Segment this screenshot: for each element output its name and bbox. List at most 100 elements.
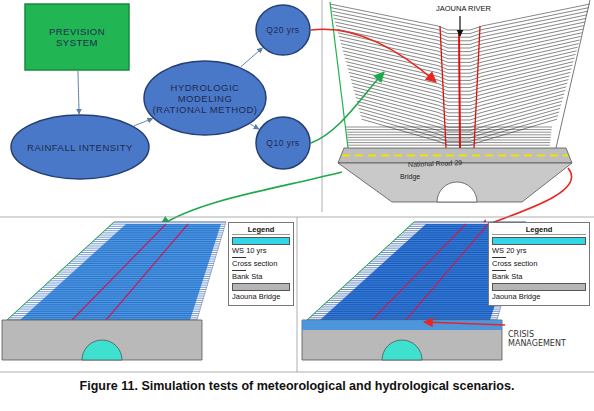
cross-section-line	[340, 289, 506, 290]
cross-section-line	[21, 306, 201, 307]
cross-section-line	[324, 304, 502, 305]
terrain-edge	[330, 2, 348, 148]
scenario-arrow	[311, 29, 436, 82]
legend-text: Bank Sta	[232, 272, 262, 281]
cross-section-line	[43, 287, 207, 288]
bank-line	[474, 26, 480, 148]
simulation-panel	[2, 222, 226, 360]
node-label: PREVISION SYSTEM	[24, 26, 130, 48]
cross-section-line	[355, 276, 510, 277]
cross-section-line	[346, 127, 552, 128]
terrain-surface	[7, 222, 226, 320]
bridge-arch	[437, 182, 477, 202]
bank-line	[406, 224, 488, 320]
bridge-deck	[302, 320, 502, 360]
cross-section-line	[376, 256, 516, 257]
cross-section-line	[109, 226, 224, 227]
annotation-label: JAOUNA RIVER	[436, 4, 491, 13]
cross-section-line	[52, 278, 209, 279]
node-label: Q10 yrs	[258, 138, 307, 149]
legend-row: WS 20 yrs	[492, 237, 586, 255]
cross-section-line	[40, 289, 206, 290]
cross-section-line	[321, 306, 501, 307]
cross-section-line	[333, 296, 504, 297]
cross-section-line	[90, 243, 219, 244]
legend-swatch	[492, 283, 586, 291]
annotation-label: Bridge	[400, 173, 420, 180]
bank-line	[440, 26, 446, 148]
cross-section-line	[24, 304, 202, 305]
bridge-arch	[82, 340, 122, 360]
panel-divider	[322, 0, 323, 212]
cross-section-line	[38, 291, 205, 292]
cross-section-line	[95, 239, 221, 240]
legend-row: Cross section	[492, 257, 586, 268]
flow-connector	[134, 118, 153, 125]
panel-divider	[0, 372, 594, 373]
scenario-arrow	[311, 72, 384, 143]
cross-section-line	[47, 282, 208, 283]
scenario-arrow	[478, 168, 572, 228]
process-box: PREVISION SYSTEM	[24, 3, 130, 71]
cross-section-line	[309, 317, 497, 318]
flow-arrow	[459, 16, 460, 36]
legend-line-sample	[232, 270, 246, 271]
callout-arrow	[424, 322, 505, 325]
cross-section-line	[326, 302, 502, 303]
cross-section-line	[345, 285, 507, 286]
cross-section-line	[347, 132, 552, 133]
flow-connector	[78, 71, 79, 114]
legend-row: Cross section	[232, 257, 290, 268]
cross-section-line	[97, 237, 221, 238]
cross-section-line	[100, 235, 222, 236]
cross-section-line	[102, 232, 223, 233]
cross-section-line	[45, 285, 207, 286]
cross-section-line	[69, 263, 214, 264]
node-label: Q20 yrs	[258, 25, 307, 36]
cross-section-line	[59, 272, 211, 273]
legend-swatch	[232, 283, 290, 291]
cross-section-line	[314, 313, 499, 314]
cross-section-line	[71, 261, 214, 262]
cross-section-line	[336, 293, 505, 294]
cross-section-line	[104, 230, 223, 231]
legend-line-sample	[492, 270, 506, 271]
cross-section-line	[19, 309, 200, 310]
legend-row: Jaouna Bridge	[492, 283, 586, 301]
cross-section-line	[78, 254, 216, 255]
legend-box: Legend WS 10 yrsCross sectionBank StaJaou…	[228, 222, 294, 306]
cross-section-line	[348, 145, 550, 146]
road-marking	[342, 155, 568, 157]
legend-text: WS 10 yrs	[232, 246, 267, 255]
cross-section-line	[347, 282, 508, 283]
cross-section-line	[346, 129, 551, 130]
cross-section-line	[36, 293, 205, 294]
cross-section-line	[33, 296, 204, 297]
cross-section-line	[85, 248, 218, 249]
cross-section-line	[31, 298, 204, 299]
cross-section-line	[319, 309, 500, 310]
legend-title: Legend	[232, 225, 290, 235]
cross-section-line	[14, 313, 199, 314]
cross-section-line	[17, 311, 200, 312]
legend-text: Cross section	[492, 259, 537, 268]
figure-caption: Figure 11. Simulation tests of meteorolo…	[0, 379, 594, 393]
cross-section-line	[28, 300, 202, 301]
legend-line-sample	[492, 257, 506, 258]
cross-section-line	[114, 222, 226, 223]
cross-section-line	[343, 287, 507, 288]
cross-section-line	[331, 298, 504, 299]
cross-section-line	[312, 315, 499, 316]
legend-row: WS 10 yrs	[232, 237, 290, 255]
node-label: HYDROLOGIC MODELING (RATIONAL METHOD)	[143, 82, 267, 115]
legend-title: Legend	[492, 225, 586, 235]
flow-connector	[250, 124, 259, 129]
cross-section-line	[112, 224, 226, 225]
cross-section-line	[9, 317, 197, 318]
cross-section-line	[107, 228, 224, 229]
cross-section-line	[347, 134, 551, 135]
legend-row: Jaouna Bridge	[232, 283, 290, 301]
legend-swatch	[232, 237, 290, 245]
bridge-deck	[2, 320, 202, 360]
water-surface	[20, 224, 221, 320]
